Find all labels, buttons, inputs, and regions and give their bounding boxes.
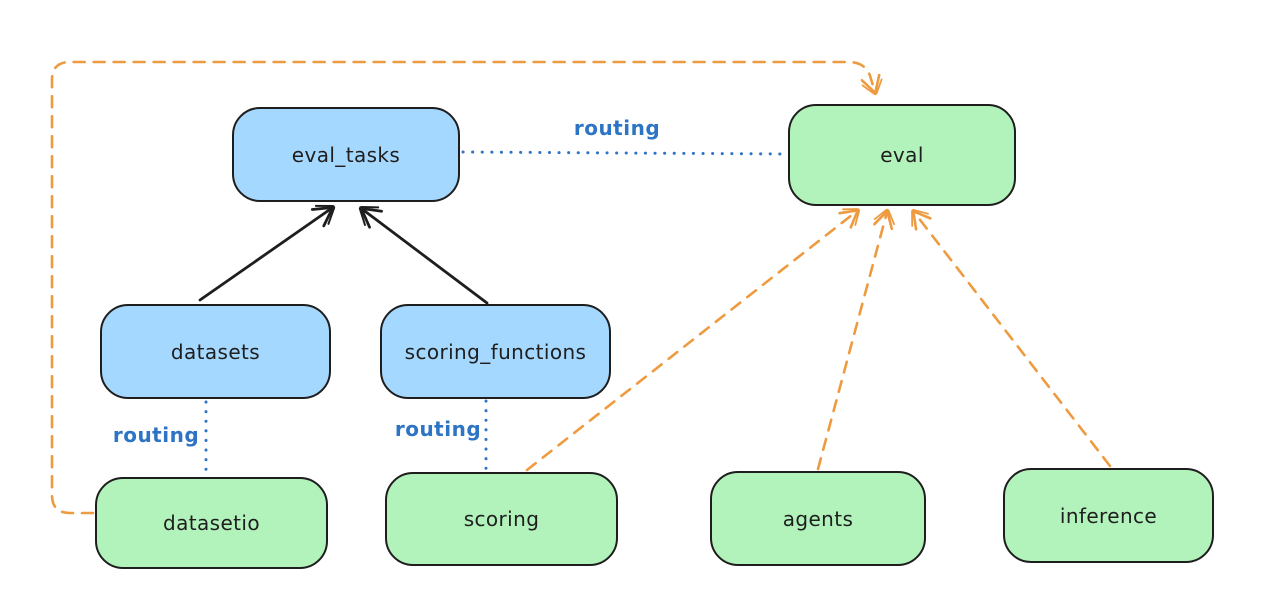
edge-scoring_functions-to-eval_tasks	[358, 205, 489, 305]
node-inference-label: inference	[1059, 503, 1158, 528]
node-agents[interactable]: agents	[710, 471, 926, 566]
node-scoring-label: scoring	[463, 507, 540, 531]
node-datasetio-label: datasetio	[162, 511, 260, 535]
edge-inference-to-eval	[911, 208, 1112, 468]
node-scoring_functions-label: scoring_functions	[404, 339, 587, 364]
node-inference[interactable]: inference	[1003, 468, 1214, 563]
node-datasets-label: datasets	[170, 339, 261, 364]
node-scoring[interactable]: scoring	[385, 472, 618, 566]
edge-datasets-to-eval_tasks	[198, 204, 336, 302]
node-eval_tasks[interactable]: eval_tasks	[232, 107, 460, 202]
edge-label-routing-scoring_functions-scoring: routing	[394, 417, 482, 441]
node-agents-label: agents	[782, 506, 854, 531]
edge-eval_tasks-to-eval	[461, 150, 788, 156]
edge-datasetio-to-eval	[50, 60, 883, 515]
edge-scoring-to-eval	[525, 208, 861, 472]
node-datasets[interactable]: datasets	[100, 304, 331, 399]
node-datasetio[interactable]: datasetio	[95, 477, 328, 569]
node-eval_tasks-label: eval_tasks	[291, 142, 401, 167]
node-eval-label: eval	[880, 143, 924, 167]
edge-agents-to-eval	[816, 208, 895, 471]
node-eval[interactable]: eval	[788, 104, 1016, 206]
edge-label-routing-datasets-datasetio: routing	[112, 423, 200, 447]
edge-label-routing-eval_tasks-eval: routing	[573, 116, 661, 140]
node-scoring_functions[interactable]: scoring_functions	[380, 304, 611, 399]
